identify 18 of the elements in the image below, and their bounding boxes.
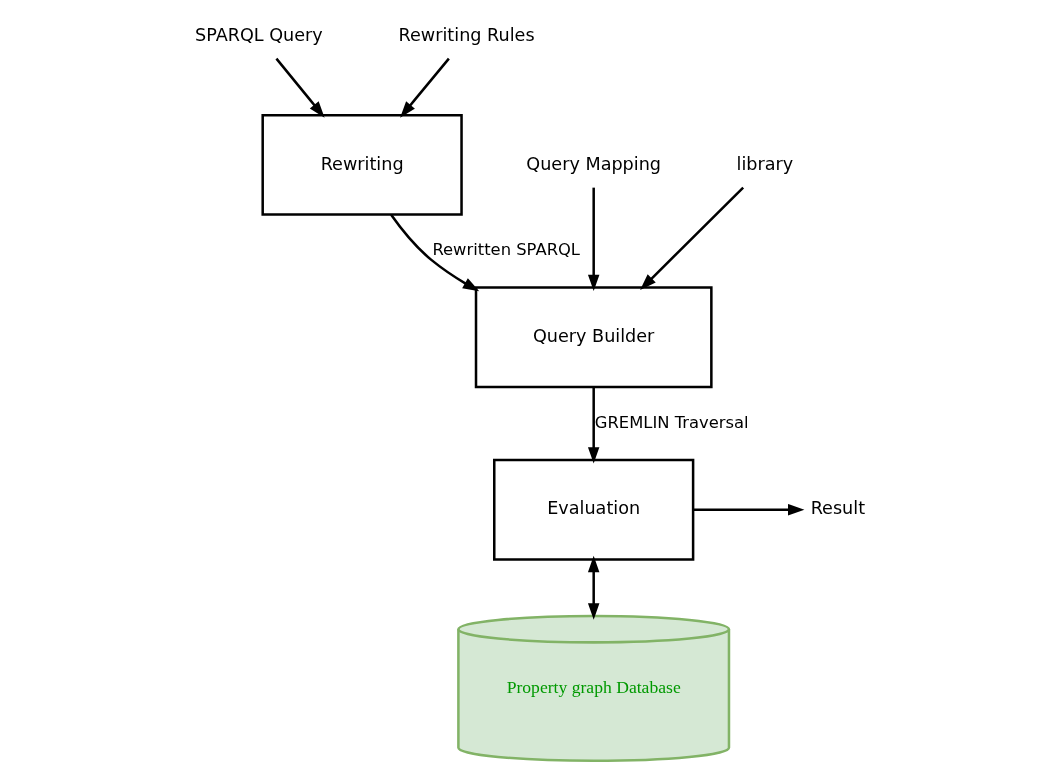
node-text: SPARQL Query bbox=[195, 24, 323, 45]
node-box: Query Builder bbox=[474, 286, 713, 389]
arrow bbox=[693, 503, 805, 516]
arrow bbox=[390, 214, 480, 292]
arrow bbox=[587, 387, 600, 464]
node-text: Result bbox=[810, 498, 866, 519]
node-text: Query Mapping bbox=[526, 153, 662, 174]
node-box: Rewriting bbox=[261, 113, 463, 216]
node-text: library bbox=[736, 153, 794, 174]
edge-label: GREMLIN Traversal bbox=[594, 412, 749, 432]
edge-label: Rewritten SPARQL bbox=[432, 240, 580, 260]
node-text: Rewriting Rules bbox=[398, 24, 535, 45]
node-box: Evaluation bbox=[493, 458, 695, 561]
arrow bbox=[640, 186, 745, 290]
arrow bbox=[587, 555, 600, 620]
arrow bbox=[275, 57, 325, 118]
arrow bbox=[400, 57, 450, 118]
arrow bbox=[587, 187, 600, 292]
